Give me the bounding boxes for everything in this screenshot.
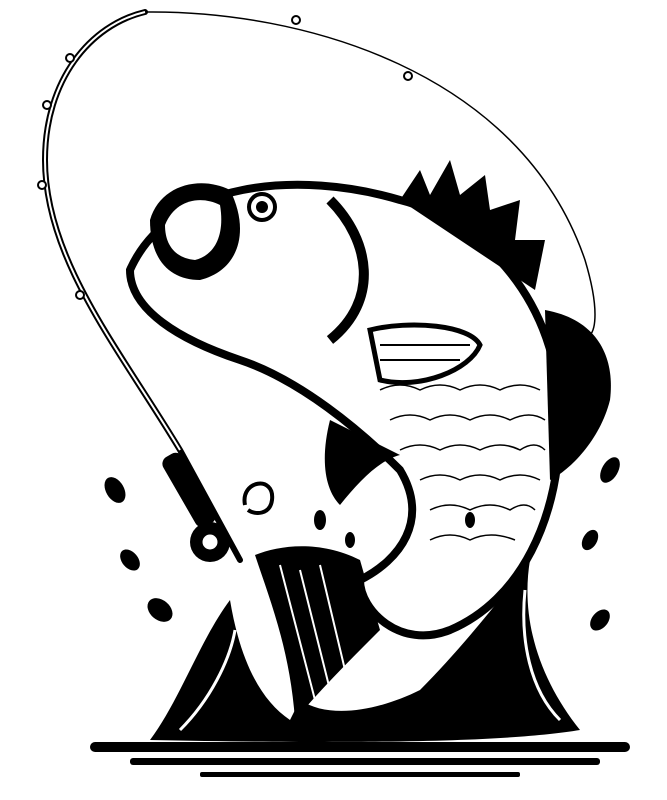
dorsal-fin <box>400 160 545 290</box>
fishing-rod-icon <box>37 9 413 563</box>
fish-scales <box>379 384 546 541</box>
fish-tail <box>255 546 380 720</box>
fish-gill <box>326 196 369 344</box>
pectoral-fin <box>367 322 483 386</box>
fishing-line <box>144 11 596 336</box>
water-drops <box>104 457 620 631</box>
pelvic-fin <box>324 420 400 505</box>
water-surface <box>90 742 630 777</box>
rear-fin <box>545 310 611 480</box>
fish-body <box>125 180 565 640</box>
water-splash <box>150 560 580 742</box>
